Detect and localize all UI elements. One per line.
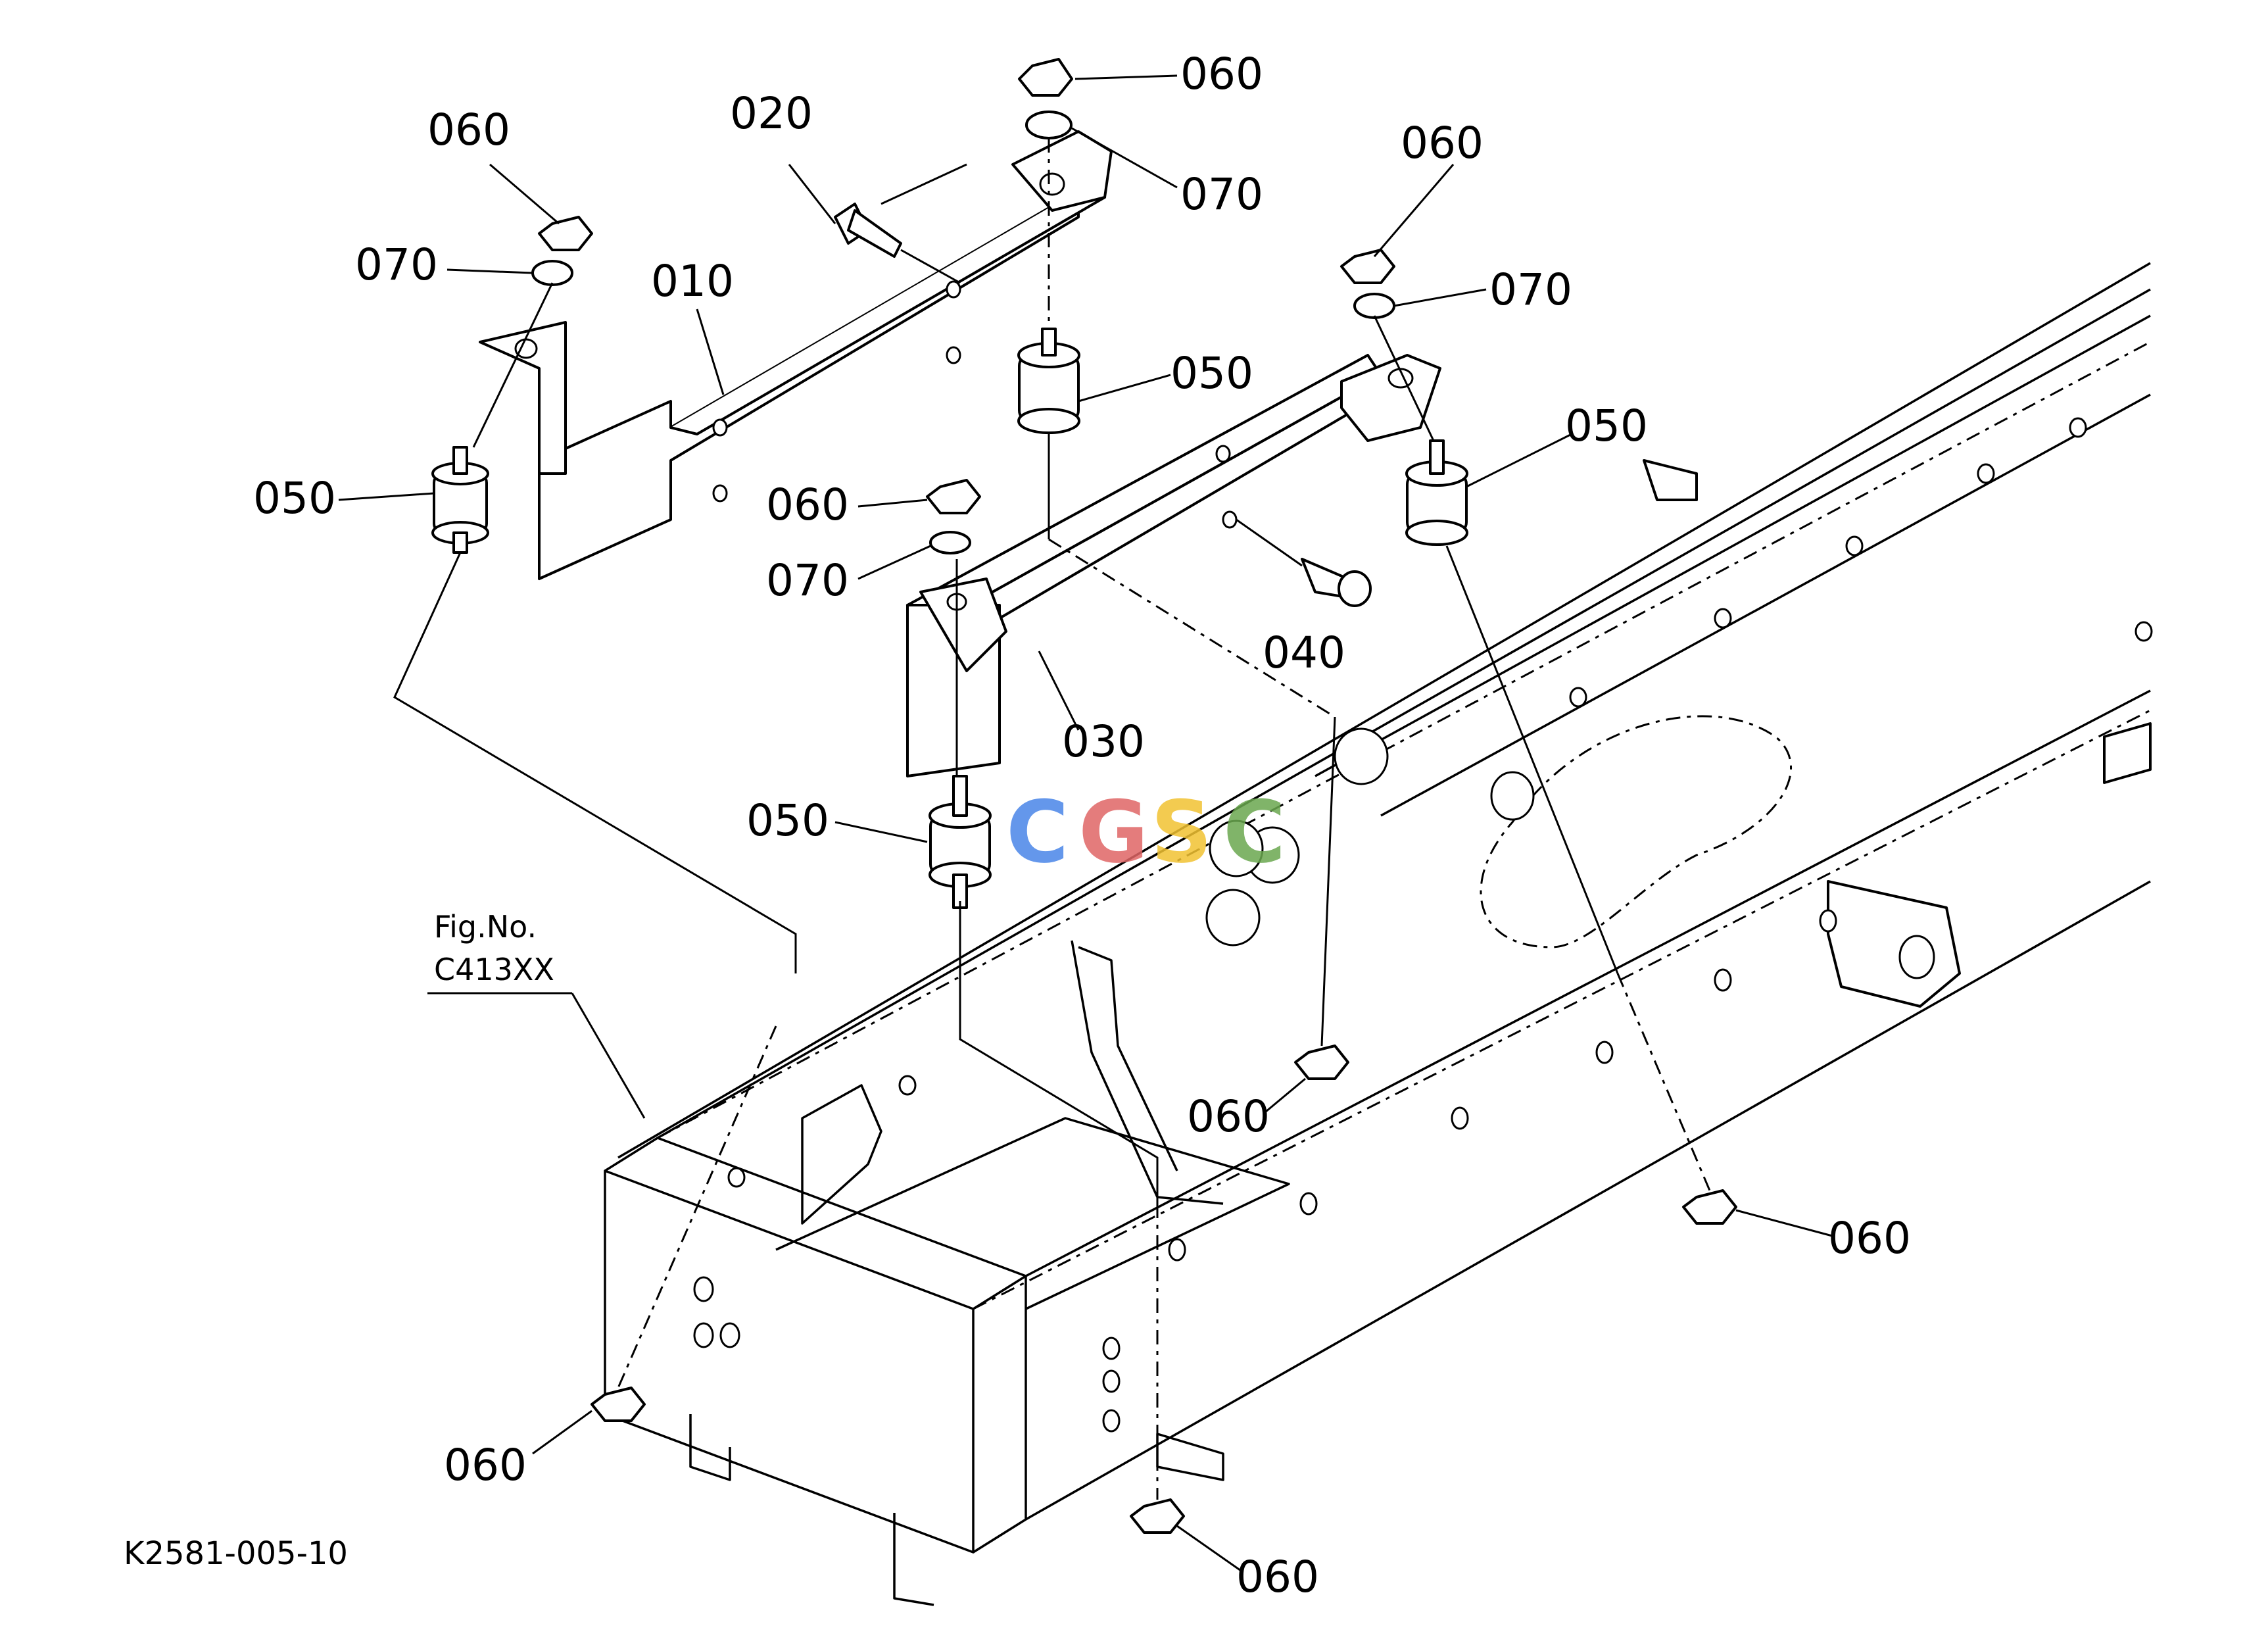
bracket-010 bbox=[479, 130, 1113, 580]
callout-050-right: 050 bbox=[1565, 401, 1648, 451]
callout-labels: 060 070 020 010 060 070 050 060 070 050 … bbox=[253, 49, 1911, 1602]
callout-060-top-right: 060 bbox=[1401, 118, 1484, 168]
leader-lines bbox=[338, 74, 1835, 1573]
figure-ref-line-2: C413XX bbox=[434, 952, 554, 987]
watermark-letter-1: C bbox=[1006, 782, 1069, 882]
callout-060-bottom-center: 060 bbox=[1236, 1552, 1319, 1602]
watermark-letter-2: G bbox=[1078, 782, 1149, 882]
figure-reference: Fig.No. C413XX bbox=[434, 909, 554, 987]
rubber-mount-050-b bbox=[1017, 328, 1080, 434]
callout-030: 030 bbox=[1062, 716, 1145, 767]
callout-070-right: 070 bbox=[1489, 264, 1572, 315]
callout-060-top-left: 060 bbox=[427, 105, 510, 155]
callout-060-center: 060 bbox=[766, 479, 849, 530]
callout-020: 020 bbox=[730, 88, 813, 139]
callout-050-left: 050 bbox=[253, 473, 336, 524]
callout-070-top-center: 070 bbox=[1180, 169, 1263, 220]
callout-040: 040 bbox=[1263, 627, 1345, 678]
bolt-020 bbox=[834, 203, 961, 284]
callout-060-bottom-left: 060 bbox=[444, 1440, 527, 1490]
frame-bushings bbox=[1205, 727, 1535, 946]
callout-060-frame-right: 060 bbox=[1828, 1213, 1911, 1264]
rubber-mount-050-a bbox=[431, 446, 489, 554]
callout-050-center-bottom: 050 bbox=[746, 795, 829, 846]
watermark-letter-3: S bbox=[1151, 782, 1213, 882]
bolt-040 bbox=[1236, 518, 1372, 607]
callout-010: 010 bbox=[651, 256, 734, 307]
watermark-logo: C G S C bbox=[1006, 782, 1286, 882]
assembly-lines bbox=[393, 138, 1711, 1500]
watermark-letter-4: C bbox=[1223, 782, 1286, 882]
figure-ref-line-1: Fig.No. bbox=[434, 909, 537, 945]
callout-070-top-left: 070 bbox=[355, 239, 438, 290]
frame-holes bbox=[693, 417, 2153, 1433]
rubber-mount-050-c bbox=[1405, 439, 1468, 546]
callout-060-frame-mid: 060 bbox=[1187, 1091, 1270, 1142]
bracket-030 bbox=[906, 354, 1441, 777]
chassis-frame bbox=[604, 262, 2153, 1606]
rubber-mount-050-d bbox=[929, 775, 992, 909]
callout-050-center-top: 050 bbox=[1170, 348, 1253, 399]
drawing-code: K2581-005-10 bbox=[124, 1535, 348, 1572]
hardware-nuts-washers bbox=[531, 58, 1737, 1534]
callout-070-center: 070 bbox=[766, 555, 849, 606]
callout-060-top-center: 060 bbox=[1180, 49, 1263, 99]
